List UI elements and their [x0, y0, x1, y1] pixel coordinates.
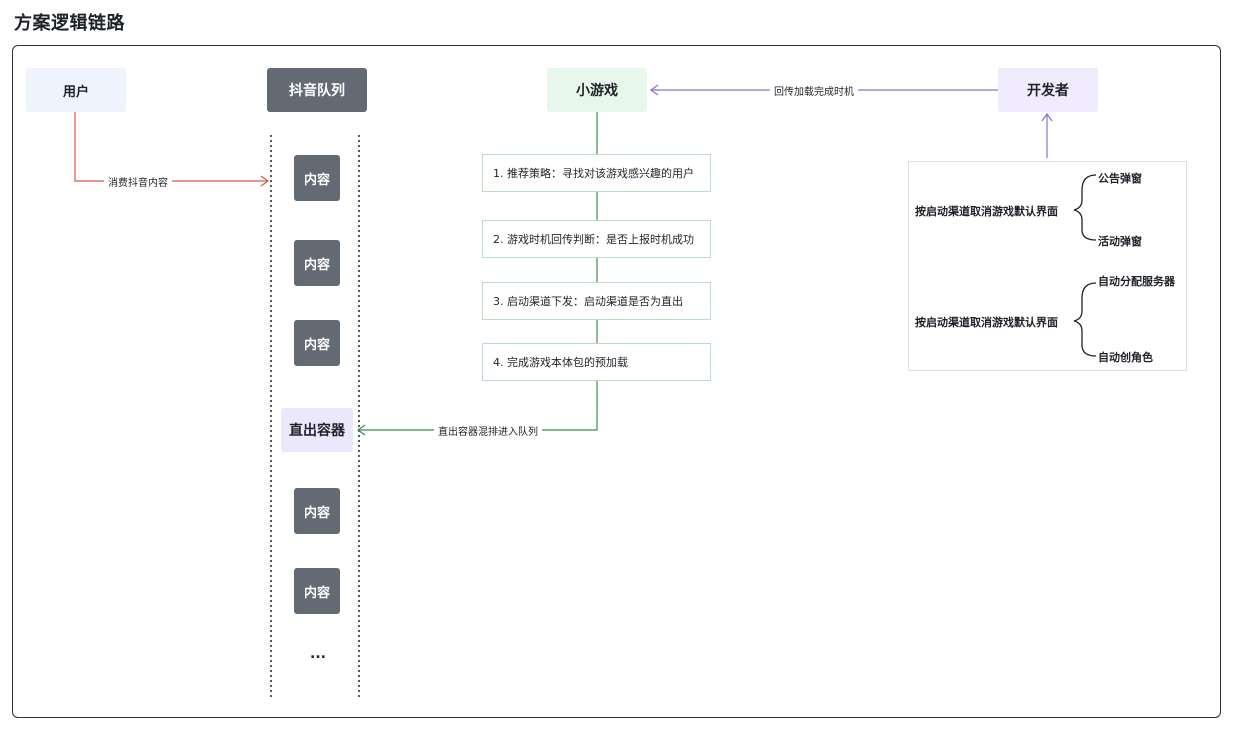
queue-content-item: 内容 [294, 568, 340, 614]
option-item: 公告弹窗 [1098, 172, 1142, 185]
brace-top [1073, 174, 1097, 241]
page-title: 方案逻辑链路 [14, 13, 125, 34]
developer-node: 开发者 [998, 68, 1098, 112]
step-box: 4. 完成游戏本体包的预加载 [482, 343, 711, 381]
queue-ellipsis: ... [310, 646, 326, 662]
diagram-frame [12, 45, 1221, 718]
douyin-queue-node: 抖音队列 [267, 68, 367, 112]
merge-arrow-head [356, 424, 366, 436]
direct-container-node: 直出容器 [281, 408, 353, 452]
option-group-label: 按启动渠道取消游戏默认界面 [915, 316, 1058, 329]
step-box: 2. 游戏时机回传判断：是否上报时机成功 [482, 220, 711, 258]
minigame-node: 小游戏 [547, 68, 647, 112]
callback-edge-label: 回传加载完成时机 [770, 83, 858, 98]
consume-arrow-line [74, 112, 268, 182]
config-arrow-head [1041, 112, 1053, 122]
option-item: 自动分配服务器 [1098, 275, 1175, 288]
brace-bottom [1073, 282, 1097, 357]
option-item: 自动创角色 [1098, 351, 1153, 364]
user-node: 用户 [26, 68, 126, 112]
step-box: 3. 启动渠道下发：启动渠道是否为直出 [482, 282, 711, 320]
queue-content-item: 内容 [294, 320, 340, 366]
option-group-label: 按启动渠道取消游戏默认界面 [915, 205, 1058, 218]
consume-arrow-head [260, 175, 270, 187]
step-box: 1. 推荐策略：寻找对该游戏感兴趣的用户 [482, 154, 711, 192]
queue-content-item: 内容 [294, 240, 340, 286]
callback-arrow-head [649, 84, 659, 96]
option-item: 活动弹窗 [1098, 235, 1142, 248]
queue-content-item: 内容 [294, 488, 340, 534]
consume-edge-label: 消费抖音内容 [104, 174, 172, 189]
developer-options-box [908, 161, 1187, 371]
queue-content-item: 内容 [294, 155, 340, 201]
merge-edge-label: 直出容器混排进入队列 [434, 423, 542, 438]
